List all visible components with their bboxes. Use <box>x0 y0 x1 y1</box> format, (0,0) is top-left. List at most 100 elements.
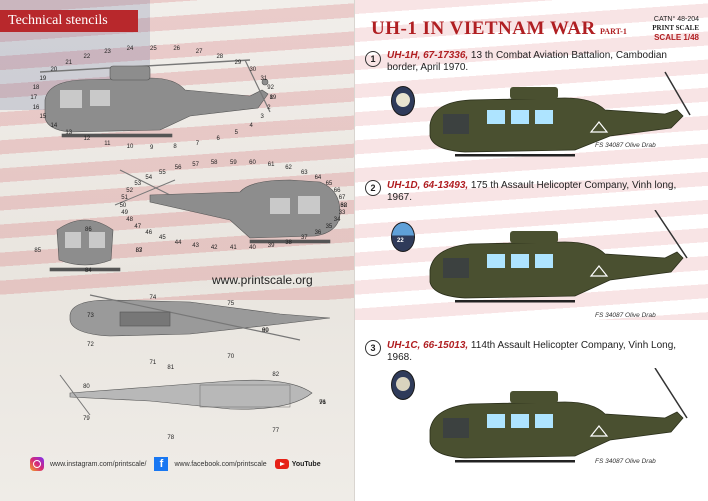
stencil-callout-83: 83 <box>135 247 143 254</box>
stencil-callout-14: 14 <box>50 122 58 129</box>
facebook-link[interactable]: www.facebook.com/printscale <box>174 460 267 468</box>
variant-number: 1 <box>365 51 381 67</box>
stencil-callout-37: 37 <box>300 235 308 242</box>
stencil-callout-51: 51 <box>121 195 128 202</box>
stencil-callout-8: 8 <box>173 143 177 150</box>
stencil-callout-42: 42 <box>210 244 218 251</box>
variant-code: UH-1H, 67-17336, <box>387 50 469 61</box>
page-title: UH-1 IN VIETNAM WAR <box>371 18 596 39</box>
stencil-callout-85: 85 <box>34 247 42 254</box>
facebook-icon[interactable]: f <box>154 457 169 471</box>
stencils-page: Technical stencils www.printscale.org <box>0 0 354 501</box>
stencil-callout-26: 26 <box>173 46 181 53</box>
stencil-callout-12: 12 <box>83 136 91 143</box>
stencil-callout-76: 76 <box>319 400 326 406</box>
stencil-callout-84: 84 <box>85 267 92 274</box>
stencil-callout-24: 24 <box>126 46 134 53</box>
stencil-callout-16: 16 <box>32 104 40 111</box>
stencil-callout-77: 77 <box>272 428 280 435</box>
stencil-callout-68: 68 <box>340 202 348 209</box>
stencil-callout-29: 29 <box>234 59 242 66</box>
stencil-callout-17: 17 <box>30 95 38 101</box>
markings-page: UH-1 IN VIETNAM WAR PART-1 CATN° 48-204 … <box>354 0 708 501</box>
stencil-callout-86: 86 <box>85 227 92 234</box>
stencil-callout-32: 32 <box>340 202 348 209</box>
top-view-helicopter <box>69 294 331 341</box>
stencil-callout-78: 78 <box>167 435 175 442</box>
stencil-callout-41: 41 <box>230 245 237 252</box>
paint-reference: FS 34087 Olive Drab <box>595 458 656 465</box>
stencil-callout-46: 46 <box>145 229 153 236</box>
catalog-number: 48-204 <box>677 16 699 23</box>
unit-badge-1 <box>391 86 415 116</box>
side-view-helicopter-top <box>39 59 271 138</box>
variant-code: UH-1C, 66-15013, <box>387 340 469 351</box>
stencil-callout-53: 53 <box>134 181 142 188</box>
stencil-callout-79: 79 <box>83 415 90 422</box>
helicopter-profile-1 <box>429 71 691 157</box>
instagram-link[interactable]: www.instagram.com/printscale/ <box>50 460 147 468</box>
badge-number: 22 <box>397 238 404 244</box>
stencil-callout-56: 56 <box>174 165 182 172</box>
stencil-callout-69: 69 <box>262 327 269 334</box>
stencil-callout-45: 45 <box>159 235 166 242</box>
stencil-callout-4: 4 <box>249 122 253 129</box>
stencil-callout-20: 20 <box>50 67 58 74</box>
stencil-callout-40: 40 <box>249 244 256 251</box>
stencil-callout-30: 30 <box>249 67 257 74</box>
stencil-callout-33: 33 <box>338 209 346 216</box>
stencil-callout-59: 59 <box>230 159 237 166</box>
stencil-callout-87: 87 <box>135 247 143 254</box>
stencil-callout-80: 80 <box>83 384 90 391</box>
stencil-callout-58: 58 <box>210 160 218 167</box>
bottom-view-helicopter <box>59 374 313 416</box>
stencil-callout-35: 35 <box>325 223 333 230</box>
variant-number: 2 <box>365 180 381 196</box>
stencil-callout-70: 70 <box>227 353 235 360</box>
stencil-callout-13: 13 <box>65 130 73 136</box>
stencil-callout-89: 89 <box>269 95 277 101</box>
stencil-callout-71: 71 <box>149 360 157 367</box>
catalog-label: CATN° <box>653 16 676 23</box>
stencil-callout-92: 92 <box>267 85 274 92</box>
helicopter-profile-3 <box>429 368 688 463</box>
stencil-callout-62: 62 <box>285 165 292 172</box>
stencil-callout-64: 64 <box>314 175 322 182</box>
stencil-callout-91: 91 <box>319 400 326 406</box>
stencil-callout-21: 21 <box>65 59 73 66</box>
stencil-callout-65: 65 <box>325 181 333 188</box>
stencil-callout-7: 7 <box>195 140 200 147</box>
catalog-block: CATN° 48-204 PRINT SCALE SCALE 1/48 <box>643 15 699 42</box>
stencil-callout-55: 55 <box>159 169 166 176</box>
stencil-callout-63: 63 <box>300 169 308 176</box>
stencil-callout-66: 66 <box>333 187 341 194</box>
stencil-callout-34: 34 <box>333 217 341 224</box>
unit-badge-3 <box>391 370 415 400</box>
instagram-icon[interactable] <box>30 457 44 471</box>
stencil-callout-10: 10 <box>126 143 134 150</box>
youtube-icon[interactable] <box>274 459 289 469</box>
stencil-callout-72: 72 <box>87 342 94 349</box>
youtube-link[interactable]: YouTube <box>291 460 321 468</box>
stencil-callout-54: 54 <box>145 175 153 182</box>
stencil-callout-5: 5 <box>234 130 238 136</box>
stencil-callout-67: 67 <box>338 195 346 202</box>
website-url[interactable]: www.printscale.org <box>212 273 313 287</box>
stencil-callout-57: 57 <box>192 162 199 169</box>
stencil-callout-48: 48 <box>126 217 133 224</box>
variant-number: 3 <box>365 340 381 356</box>
variant-description: 114th Assault Helicopter Company, Vinh L… <box>387 340 677 363</box>
variant-caption: UH-1D, 64-13493, 175 th Assault Helicopt… <box>387 180 697 204</box>
stencil-callout-2: 2 <box>267 104 271 111</box>
stencil-callout-38: 38 <box>285 239 292 246</box>
stencil-callout-1: 1 <box>269 95 273 101</box>
stencil-callout-15: 15 <box>39 113 47 120</box>
brand-logo: PRINT SCALE <box>652 24 699 32</box>
stencil-callout-36: 36 <box>314 229 322 236</box>
stencil-callout-47: 47 <box>134 223 142 230</box>
stencil-callout-44: 44 <box>174 239 182 246</box>
variant-description: 175 th Assault Helicopter Company, Vinh … <box>387 180 677 203</box>
stencil-callout-22: 22 <box>83 53 91 60</box>
stencil-callout-6: 6 <box>216 136 220 143</box>
stencil-callout-31: 31 <box>260 76 268 83</box>
